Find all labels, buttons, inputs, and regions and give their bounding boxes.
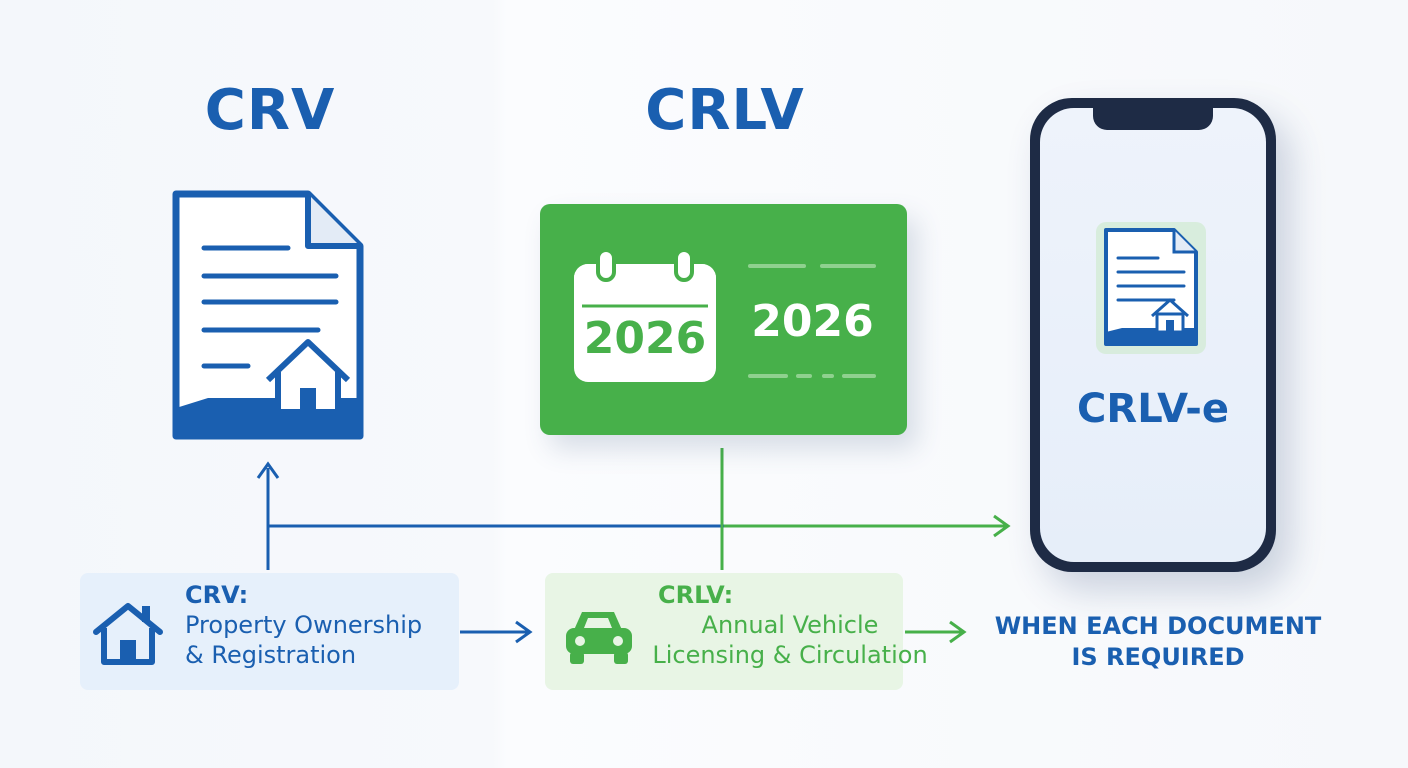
calendar-year: 2026 bbox=[583, 313, 707, 364]
crlv-title: CRLV bbox=[645, 78, 805, 143]
crv-info-box bbox=[80, 573, 459, 690]
card-year: 2026 bbox=[751, 296, 874, 347]
crv-box-line1: Property Ownership bbox=[185, 611, 423, 639]
calendar-card-art bbox=[574, 248, 876, 382]
footer-note-line1: WHEN EACH DOCUMENT bbox=[994, 612, 1322, 640]
crv-box-text: CRV: Property Ownership & Registration bbox=[185, 580, 422, 670]
crlv-box-line2: Licensing & Circulation bbox=[652, 641, 928, 669]
document-house-icon bbox=[172, 190, 364, 440]
note-arrowhead bbox=[949, 620, 967, 644]
card-dash-lines bbox=[748, 264, 876, 378]
crv-up-arrowhead bbox=[256, 461, 280, 479]
crlv-box-text: CRLV: Annual Vehicle Licensing & Circula… bbox=[640, 580, 940, 670]
car-icon bbox=[566, 612, 632, 664]
calendar-icon bbox=[574, 248, 716, 382]
phone-arrowhead bbox=[993, 514, 1011, 538]
crv-title: CRV bbox=[204, 78, 336, 143]
crv-box-line2: & Registration bbox=[185, 641, 357, 669]
footer-note-line2: IS REQUIRED bbox=[1071, 643, 1245, 671]
crlv-box-heading: CRLV: bbox=[658, 581, 734, 609]
phone-notch bbox=[1093, 108, 1213, 130]
crv-box-heading: CRV: bbox=[185, 581, 249, 609]
footer-note: WHEN EACH DOCUMENT IS REQUIRED bbox=[968, 611, 1348, 673]
crlv-box-line1: Annual Vehicle bbox=[701, 611, 879, 639]
phone-document-icon bbox=[1096, 222, 1206, 354]
house-icon bbox=[93, 603, 163, 665]
box-link-arrowhead bbox=[515, 620, 533, 644]
phone-label: CRLV-e bbox=[1077, 386, 1229, 432]
